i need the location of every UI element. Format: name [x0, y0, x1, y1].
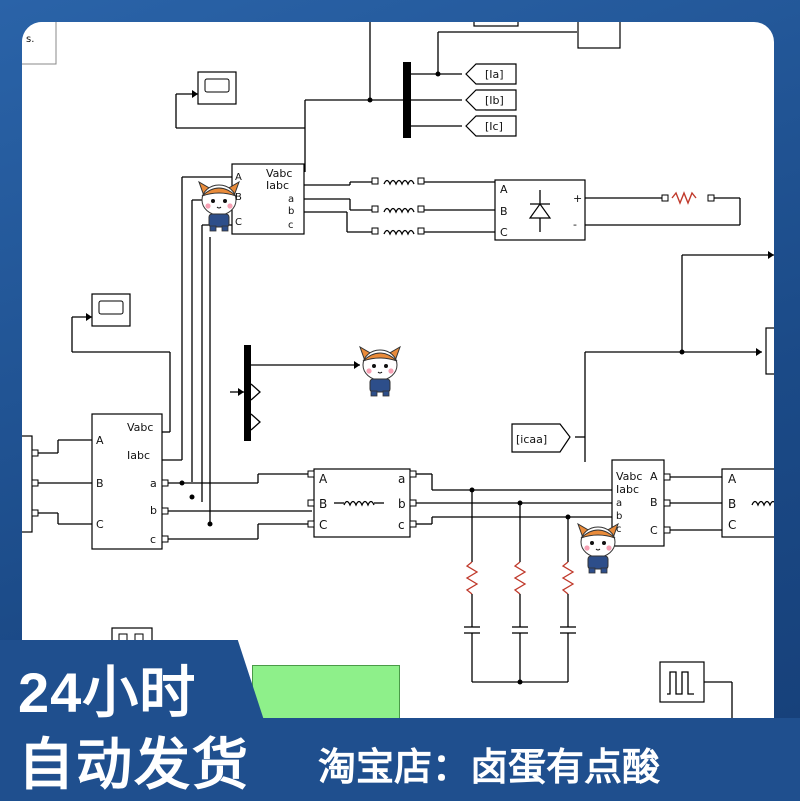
svg-text:a: a: [150, 477, 157, 490]
svg-text:a: a: [288, 194, 294, 205]
goto-ib[interactable]: [Ib]: [465, 89, 517, 111]
measurement-block-2[interactable]: Vabc Iabc A B C a b c: [91, 413, 163, 550]
svg-text:b: b: [398, 497, 406, 511]
svg-text:A: A: [650, 470, 658, 483]
goto-ic[interactable]: [Ic]: [465, 115, 517, 137]
svg-text:+: +: [573, 192, 582, 205]
scope-icon[interactable]: [197, 71, 237, 105]
diode-rectifier-block[interactable]: A B C + -: [494, 179, 586, 241]
svg-text:[Ib]: [Ib]: [485, 94, 504, 107]
svg-text:a: a: [616, 498, 622, 509]
svg-text:A: A: [500, 183, 508, 196]
svg-text:A: A: [96, 434, 104, 447]
svg-text:Vabc: Vabc: [616, 470, 642, 483]
top-block-2[interactable]: [577, 22, 621, 49]
inductor-coil-icon: [383, 179, 415, 185]
svg-text:C: C: [500, 226, 508, 239]
green-display-block[interactable]: [252, 665, 400, 722]
svg-text:Iabc: Iabc: [127, 449, 150, 462]
svg-text:B: B: [650, 496, 658, 509]
measurement-block-3[interactable]: Vabc Iabc A B C a b c: [611, 459, 665, 547]
svg-text:A: A: [728, 472, 737, 486]
svg-text:c: c: [616, 524, 622, 535]
pulse-generator-icon[interactable]: [659, 661, 705, 703]
promo-banner-bottom: [0, 718, 800, 800]
bus-selector-middle[interactable]: [244, 345, 251, 441]
transformer-block-1[interactable]: A B C a b c: [313, 468, 411, 538]
svg-text:B: B: [96, 477, 104, 490]
corner-note-text: s.: [26, 34, 34, 45]
svg-text:A: A: [235, 172, 242, 183]
inductor-coil-icon: [383, 229, 415, 235]
cat-mascot-icon: [359, 346, 401, 397]
svg-text:[Ia]: [Ia]: [485, 68, 504, 81]
inductor-coil-icon: [383, 207, 415, 213]
svg-text:C: C: [96, 518, 104, 531]
goto-ia[interactable]: [Ia]: [465, 63, 517, 85]
svg-text:b: b: [616, 511, 622, 522]
svg-text:B: B: [728, 497, 736, 511]
simulink-canvas[interactable]: s. [Ia] [Ib] [Ic] Vabc Iabc A B C a b: [22, 22, 774, 722]
promo-line-1: 24小时: [18, 661, 197, 724]
svg-text:B: B: [500, 205, 508, 218]
shop-name: 淘宝店：卤蛋有点酸: [318, 747, 661, 789]
scope-icon-2[interactable]: [91, 293, 131, 327]
resistor-icon: [671, 191, 697, 205]
rc-branch-a[interactable]: [464, 490, 480, 682]
rc-branch-b[interactable]: [512, 503, 528, 682]
source-block-left[interactable]: [22, 435, 33, 533]
svg-text:C: C: [728, 518, 736, 532]
svg-text:a: a: [398, 472, 405, 486]
scope-right[interactable]: [765, 327, 774, 375]
corner-note-block[interactable]: s.: [22, 22, 57, 65]
svg-text:Vabc: Vabc: [266, 167, 292, 180]
svg-text:c: c: [398, 518, 405, 532]
svg-text:C: C: [650, 524, 658, 537]
svg-text:b: b: [288, 206, 294, 217]
svg-text:Iabc: Iabc: [616, 483, 639, 496]
svg-text:Vabc: Vabc: [127, 421, 153, 434]
bus-selector-top[interactable]: [403, 62, 411, 138]
svg-text:-: -: [573, 218, 577, 231]
circuit-diagram: s. [Ia] [Ib] [Ic] Vabc Iabc A B C a b: [22, 22, 774, 722]
cat-mascot-icon: [577, 523, 619, 574]
diode-bridge-icon: [528, 190, 552, 232]
svg-text:Iabc: Iabc: [266, 179, 289, 192]
svg-text:c: c: [150, 533, 156, 546]
svg-text:c: c: [288, 220, 294, 231]
svg-text:[icaa]: [icaa]: [516, 433, 547, 446]
svg-text:A: A: [319, 472, 328, 486]
top-block-1[interactable]: [473, 22, 519, 27]
svg-text:B: B: [319, 497, 327, 511]
svg-text:b: b: [150, 504, 157, 517]
svg-text:C: C: [235, 217, 242, 228]
goto-icaa[interactable]: [icaa]: [511, 423, 571, 453]
transformer-block-2[interactable]: A B C: [721, 468, 774, 538]
svg-text:[Ic]: [Ic]: [485, 120, 503, 133]
measurement-block-1[interactable]: Vabc Iabc A B C a b c: [231, 163, 305, 235]
rc-branch-c[interactable]: [560, 517, 576, 682]
svg-text:B: B: [235, 192, 242, 203]
svg-text:C: C: [319, 518, 327, 532]
promo-line-2: 自动发货: [18, 733, 250, 796]
